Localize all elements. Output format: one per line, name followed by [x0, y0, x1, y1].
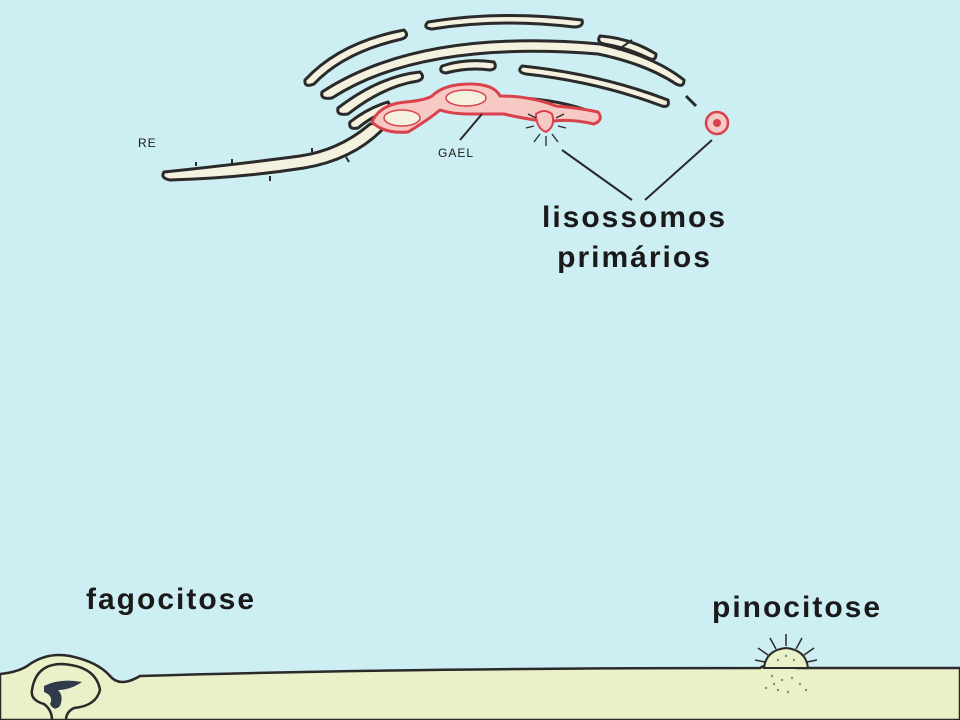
engulfed-particle	[44, 680, 82, 709]
transport-dash	[684, 94, 698, 108]
golgi-cisterna	[439, 59, 497, 75]
gael-bud-spikes	[525, 113, 567, 146]
label-phagocytosis: fagocitose	[86, 583, 257, 616]
endoplasmic-reticulum	[161, 122, 384, 182]
label-primary-lysosomes: lisossomos primários	[542, 198, 727, 278]
cell-surface	[0, 653, 960, 720]
pinocytosis-pit	[754, 634, 818, 694]
label-pinocytosis: pinocitose	[712, 591, 883, 624]
gael-lumen	[445, 89, 487, 107]
golgi-cisterna	[518, 64, 670, 108]
pinocytosis-particles	[764, 654, 808, 694]
label-re: RE	[138, 136, 157, 150]
label-primary-lysosomes-line2: primários	[557, 241, 712, 274]
lysosome-leader-lines	[459, 39, 713, 201]
golgi-cisterna	[336, 70, 425, 116]
golgi-cisterna	[320, 39, 686, 100]
gael-region	[370, 82, 602, 146]
label-primary-lysosomes-line1: lisossomos	[542, 201, 728, 234]
golgi-cisterna	[597, 34, 658, 61]
primary-lysosome	[704, 110, 730, 136]
gael-bud	[534, 110, 555, 134]
ribosomes	[195, 148, 350, 181]
label-gael: GAEL	[438, 146, 475, 160]
golgi-cisterna	[424, 13, 584, 31]
gael-lumen	[383, 109, 421, 127]
phagocytosis-vesicle	[30, 662, 102, 720]
golgi-cisterna	[303, 28, 409, 87]
